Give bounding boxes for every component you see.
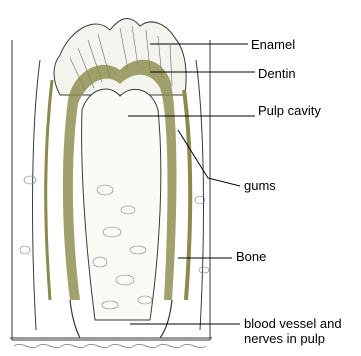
root-right (160, 300, 172, 338)
label-dentin: Dentin (258, 67, 296, 80)
label-blood-vessel: blood vessel and nerves in pulp (244, 316, 342, 346)
label-bone: Bone (236, 250, 266, 263)
gum-left-olive (46, 80, 52, 300)
base-decoration (14, 344, 206, 347)
gum-left (33, 60, 40, 330)
label-blood-vessel-line2: nerves in pulp (244, 331, 342, 346)
gum-right-olive (184, 90, 190, 300)
label-gums: gums (244, 179, 276, 192)
label-blood-vessel-line1: blood vessel and (244, 316, 342, 331)
pulp-cavity (82, 89, 161, 320)
root-left (70, 300, 80, 338)
label-pulp-cavity: Pulp cavity (258, 104, 321, 117)
label-enamel: Enamel (251, 38, 295, 51)
gum-right (196, 60, 203, 330)
